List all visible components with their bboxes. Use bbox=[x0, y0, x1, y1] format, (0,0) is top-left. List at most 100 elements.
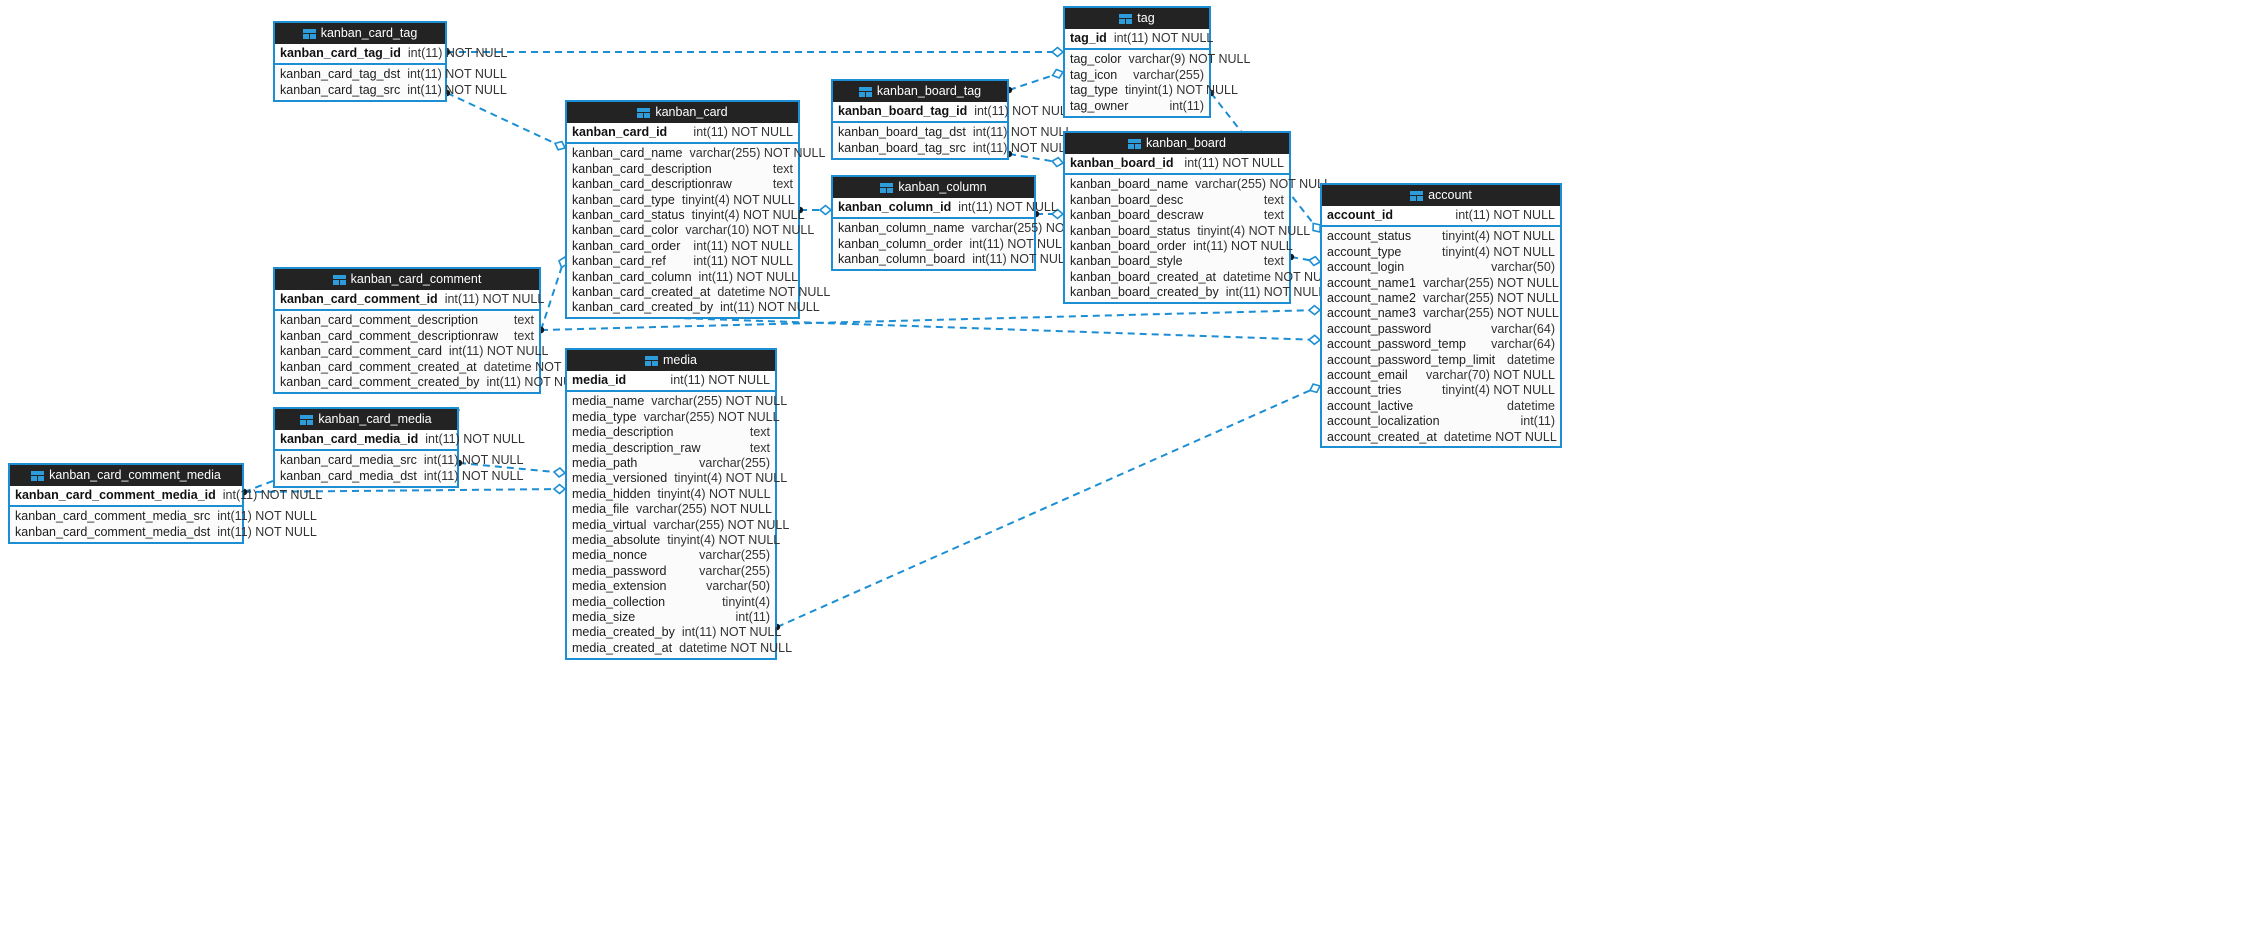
field-type: varchar(255) NOT NULL bbox=[643, 409, 780, 424]
field-name: media_password bbox=[572, 563, 667, 578]
field-type: text bbox=[1263, 254, 1284, 269]
entity-title: media bbox=[662, 353, 698, 368]
field-type: tinyint(4) NOT NULL bbox=[1442, 229, 1555, 244]
field-type: varchar(255) bbox=[699, 456, 770, 470]
field-type: tinyint(1) NOT NULL bbox=[1124, 83, 1238, 98]
field-name: account_tries bbox=[1327, 383, 1402, 398]
